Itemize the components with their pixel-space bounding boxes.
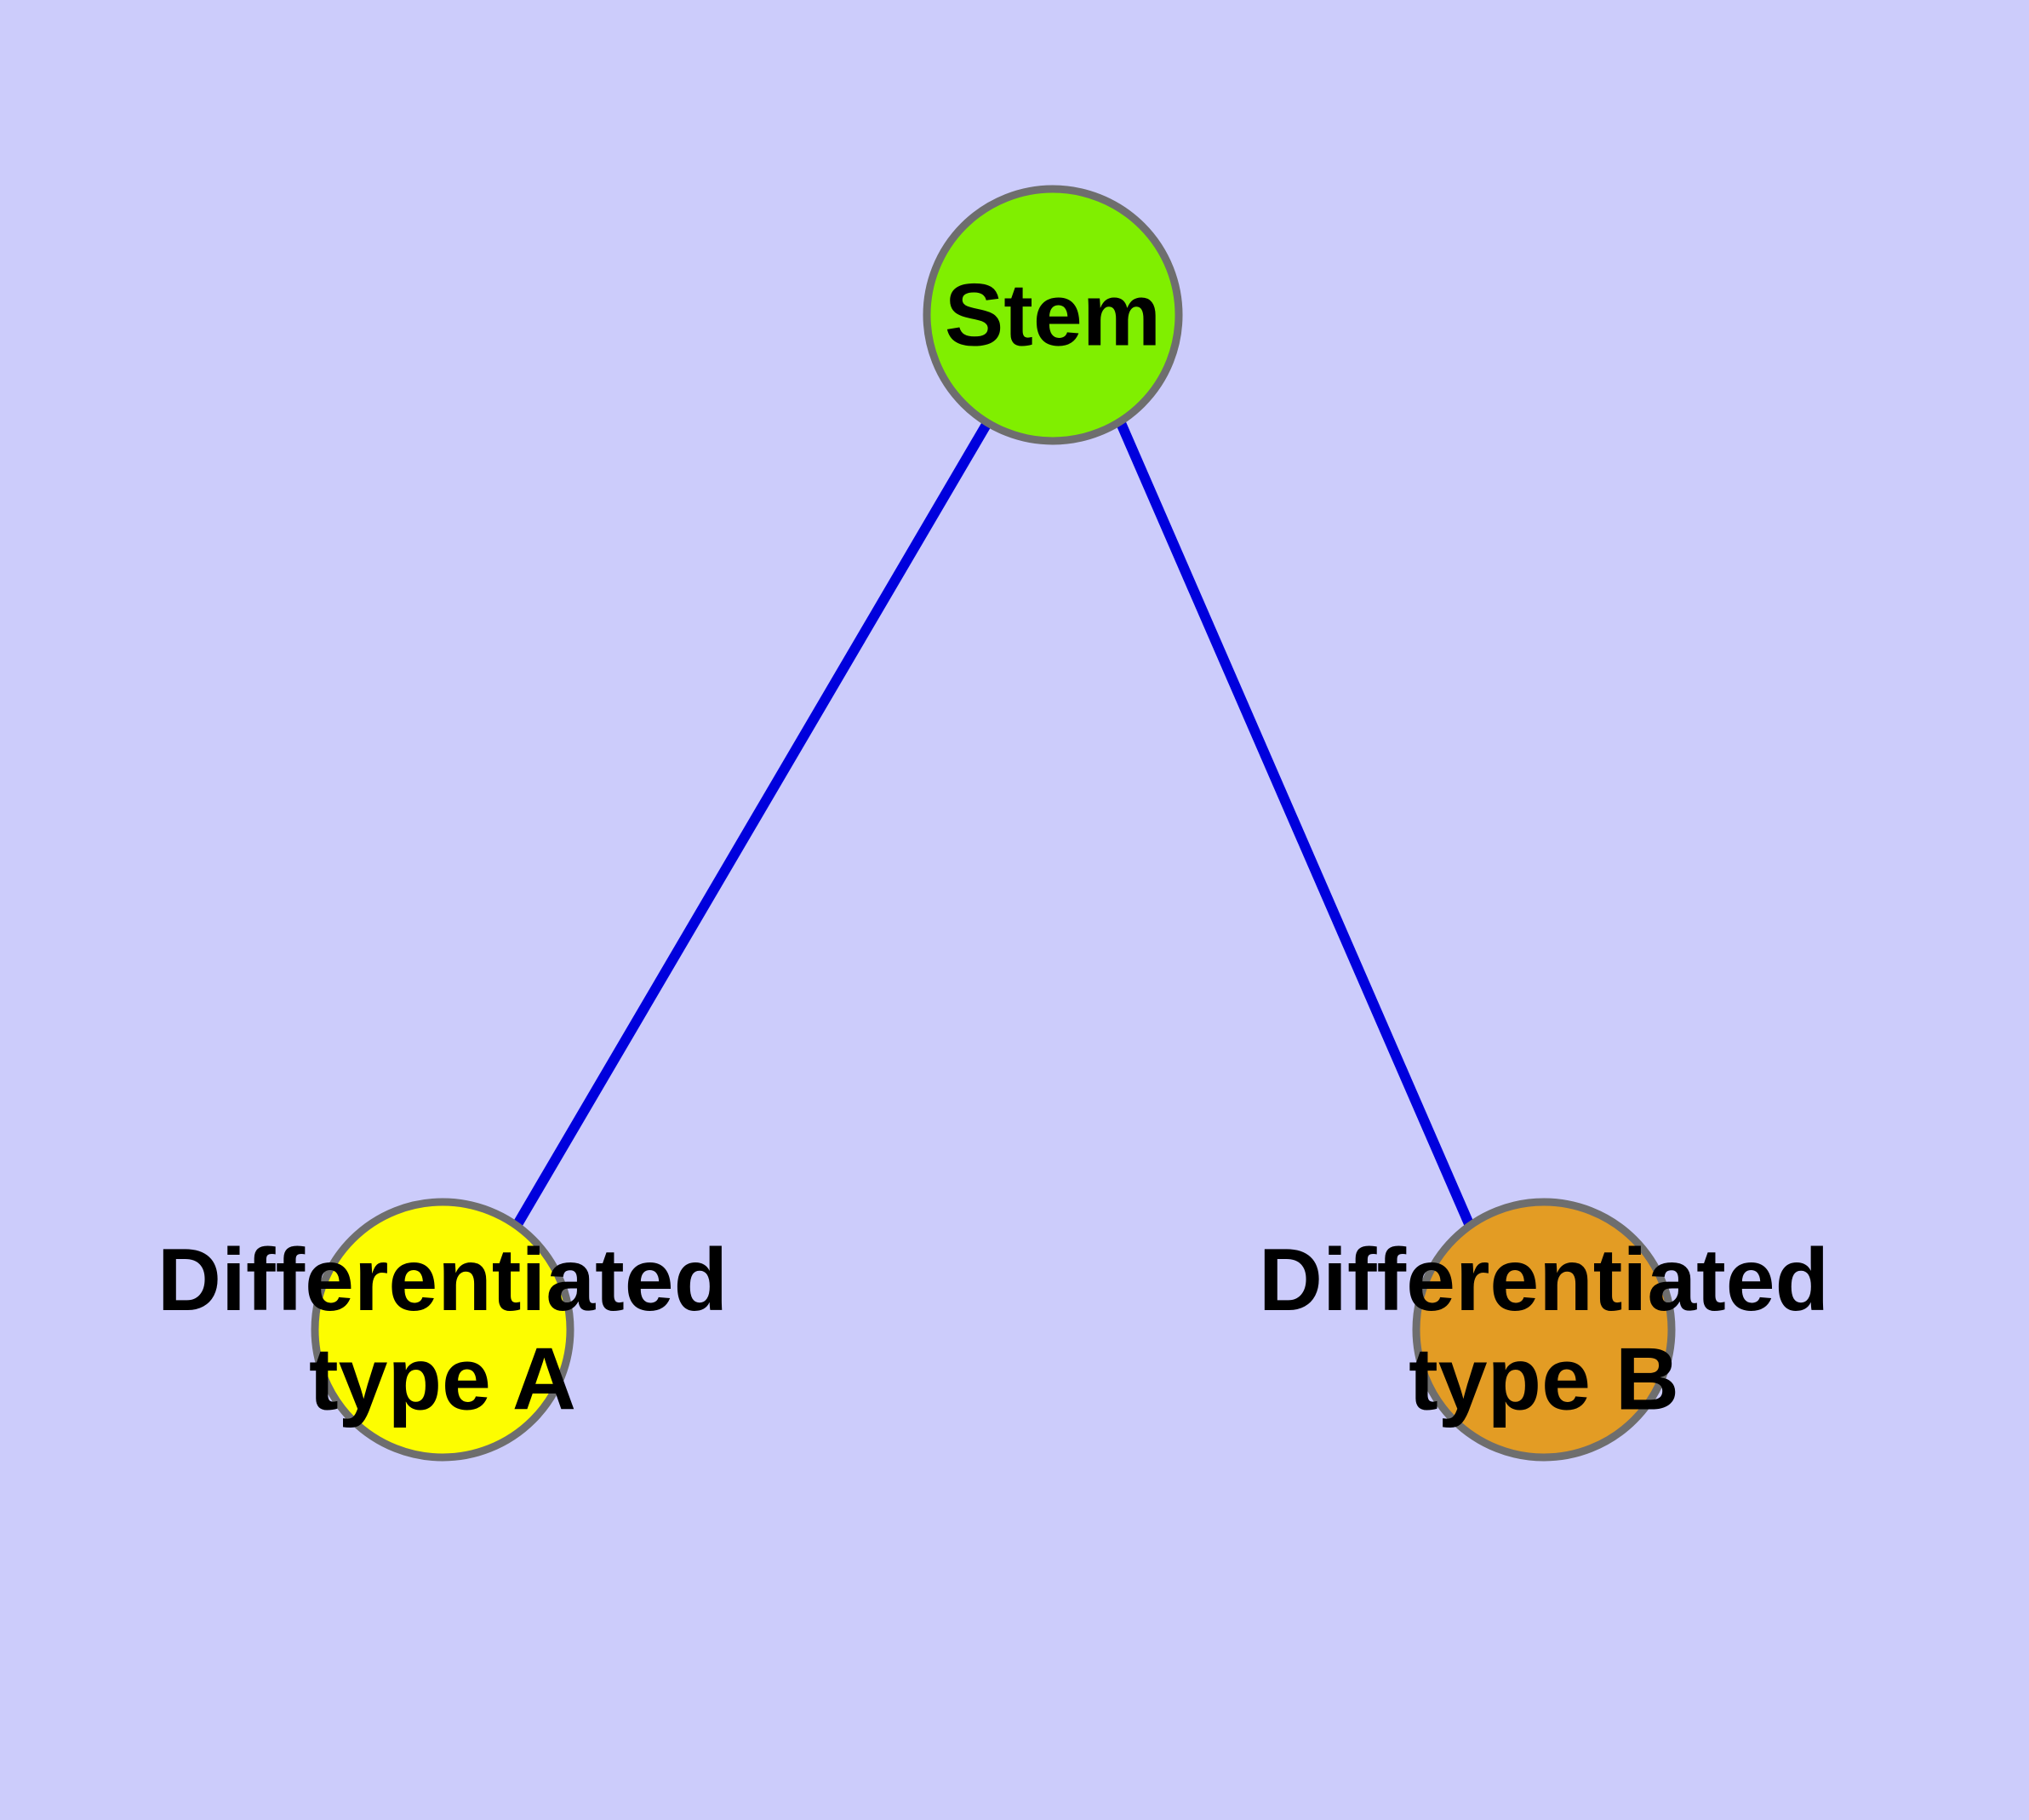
- node-stem-circle[interactable]: [923, 185, 1183, 445]
- edge-stem-to-differentiated-type-a[interactable]: [512, 420, 992, 1229]
- node-stem-label: Stem: [945, 266, 1161, 364]
- node-label-line: type B: [1409, 1331, 1679, 1429]
- node-label-line: Stem: [945, 266, 1161, 364]
- node-stem[interactable]: Stem: [923, 185, 1183, 445]
- node-differentiated-type-b-circle[interactable]: [1412, 1198, 1676, 1462]
- node-differentiated-type-a-circle[interactable]: [311, 1198, 574, 1462]
- node-label-line: Differentiated: [157, 1231, 728, 1330]
- edge-layer: [512, 420, 1475, 1229]
- node-label-line: Differentiated: [1259, 1231, 1829, 1330]
- node-label-line: type A: [309, 1331, 576, 1429]
- edge-stem-to-differentiated-type-b[interactable]: [1116, 421, 1475, 1228]
